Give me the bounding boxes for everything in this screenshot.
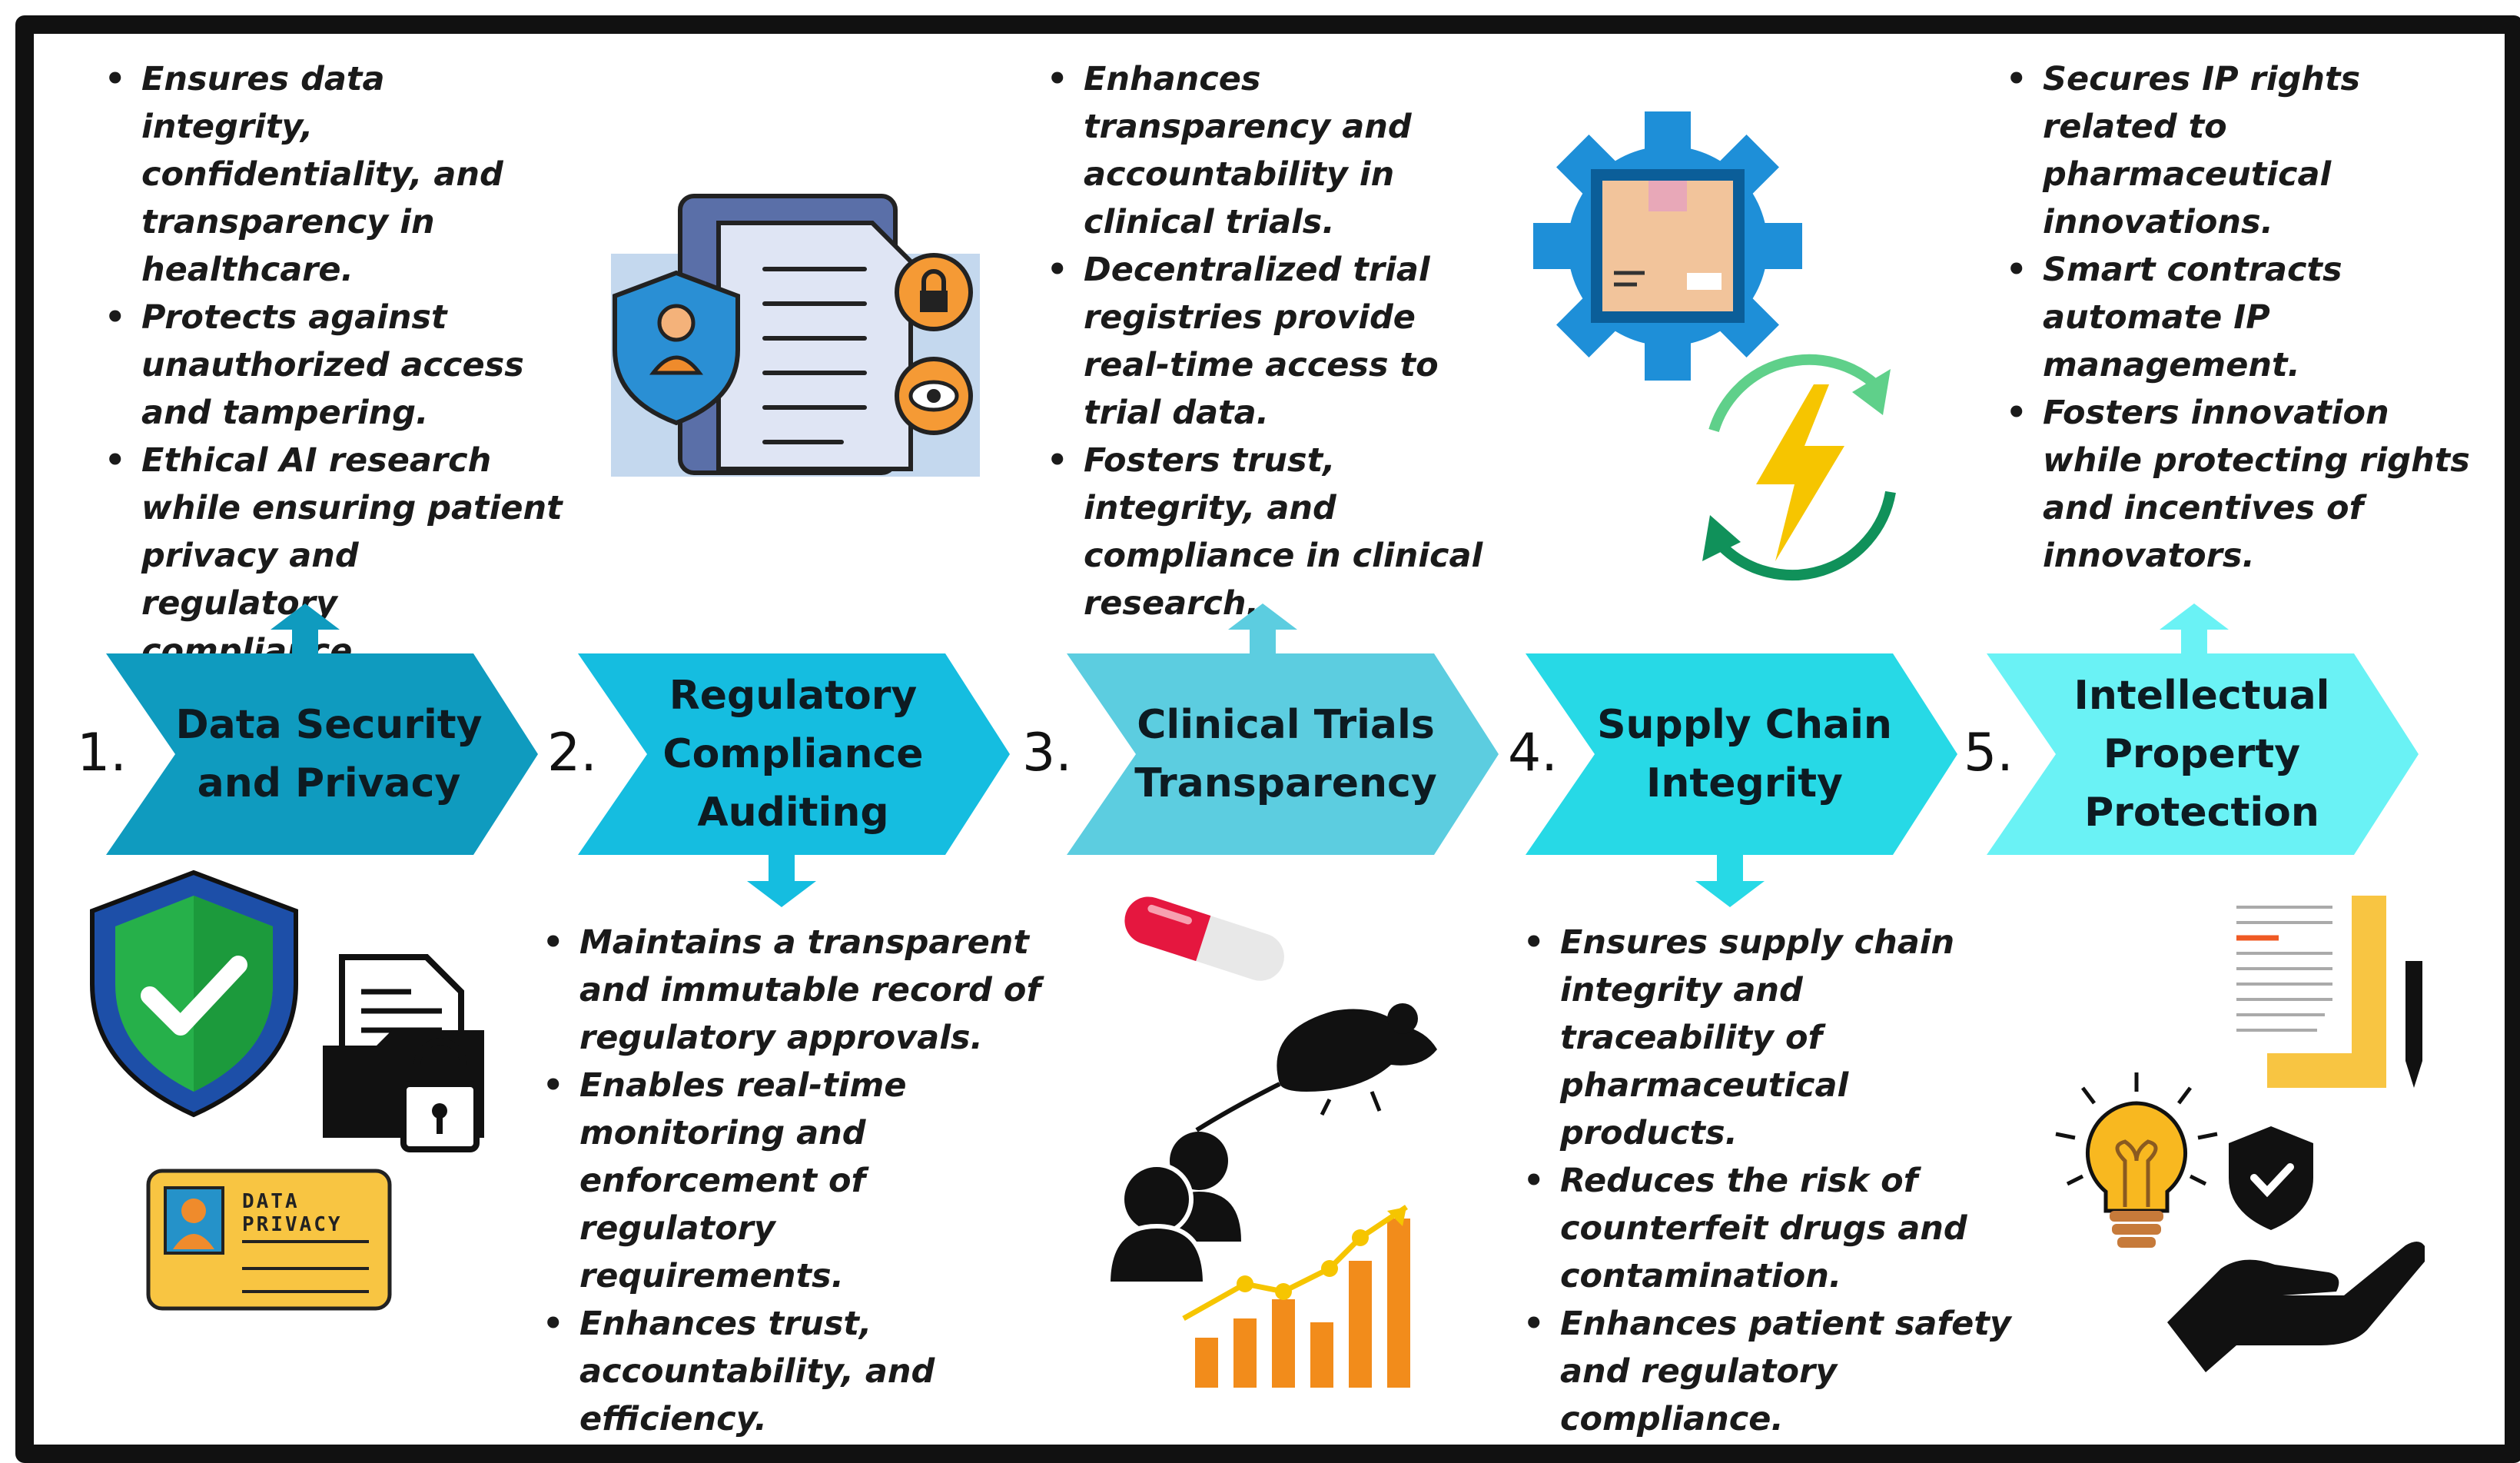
pill-capsule-icon: [1124, 896, 1284, 981]
step4-title-line: Supply Chain: [1597, 702, 1892, 748]
step5-bullet: Fosters innovation while protecting righ…: [2006, 389, 2475, 580]
step3-number: 3.: [1022, 723, 1072, 783]
step5-title-line: Intellectual: [2073, 673, 2330, 719]
step4-bullet: Reduces the risk of counterfeit drugs an…: [1523, 1157, 2015, 1300]
arrow-down-icon: [747, 853, 816, 907]
people-group-icon: [1107, 1132, 1241, 1286]
step5-number: 5.: [1964, 723, 2014, 783]
step5-bullet: Secures IP rights related to pharmaceuti…: [2006, 55, 2475, 246]
step1-title-line: and Privacy: [197, 760, 461, 806]
step4-bullet: Ensures supply chain integrity and trace…: [1523, 919, 2015, 1157]
lab-mouse-icon: [1195, 1003, 1437, 1132]
step2-number: 2.: [547, 723, 597, 783]
step3-title-line: Transparency: [1134, 760, 1437, 806]
protective-hand-icon: [2167, 1126, 2425, 1372]
arrow-down-icon: [1695, 853, 1765, 907]
step3-bullet: Fosters trust, integrity, and compliance…: [1047, 437, 1492, 627]
step2-bullet: Enhances trust, accountability, and effi…: [543, 1300, 1050, 1443]
growth-chart-icon: [1182, 1205, 1410, 1388]
step2-title-line: Compliance: [662, 731, 924, 777]
step2-bullet: Maintains a transparent and immutable re…: [543, 919, 1050, 1062]
step4-bullet: Enhances patient safety and regulatory c…: [1523, 1300, 2015, 1443]
step3-bullet: Enhances transparency and accountability…: [1047, 55, 1492, 246]
badge-text: DATA: [242, 1190, 300, 1213]
step5-bullet: Smart contracts automate IP management.: [2006, 246, 2475, 389]
step4-title-line: Integrity: [1646, 760, 1843, 806]
arrow-up-icon: [271, 603, 340, 657]
step5-title-line: Protection: [2084, 790, 2319, 836]
step2-bullet: Enables real-time monitoring and enforce…: [543, 1062, 1050, 1300]
step3-title-line: Clinical Trials: [1137, 702, 1435, 748]
step3-chevron: Clinical Trials Transparency: [1067, 653, 1499, 855]
step1-chevron: Data Security and Privacy: [106, 653, 538, 855]
badge-text: PRIVACY: [242, 1213, 343, 1236]
step4-bullets: Ensures supply chain integrity and trace…: [1523, 919, 2015, 1443]
step3-bullet: Decentralized trial registries provide r…: [1047, 246, 1492, 437]
arrow-up-icon: [2160, 603, 2229, 657]
privacy-document-icon: [611, 194, 980, 477]
step1-bullet: Protects against unauthorized access and…: [105, 294, 566, 437]
step1-bullets: Ensures data integrity, confidentiality,…: [105, 55, 566, 675]
step4-chevron: Supply Chain Integrity: [1526, 653, 1957, 855]
energy-cycle-icon: [1702, 354, 1896, 581]
lightbulb-icon: [2055, 1072, 2218, 1248]
step1-title-line: Data Security: [175, 702, 483, 748]
data-privacy-badge-icon: DATA PRIVACY: [146, 1169, 392, 1311]
step4-number: 4.: [1508, 723, 1558, 783]
security-shield-check-icon: [90, 869, 298, 1118]
arrow-up-icon: [1228, 603, 1297, 657]
gear-box-icon: [1533, 111, 1802, 381]
step5-bullets: Secures IP rights related to pharmaceuti…: [2006, 55, 2475, 580]
step3-bullets: Enhances transparency and accountability…: [1047, 55, 1492, 627]
secure-folder-icon: [323, 954, 484, 1152]
step2-title-line: Regulatory: [669, 673, 918, 719]
step1-number: 1.: [77, 723, 127, 783]
patent-document-icon: [2236, 896, 2422, 1088]
step2-title-line: Auditing: [697, 790, 889, 836]
step1-bullet: Ensures data integrity, confidentiality,…: [105, 55, 566, 294]
step5-title-line: Property: [2103, 731, 2301, 777]
step2-chevron: Regulatory Compliance Auditing: [578, 653, 1010, 855]
step5-chevron: Intellectual Property Protection: [1987, 653, 2419, 855]
step2-bullets: Maintains a transparent and immutable re…: [543, 919, 1050, 1443]
